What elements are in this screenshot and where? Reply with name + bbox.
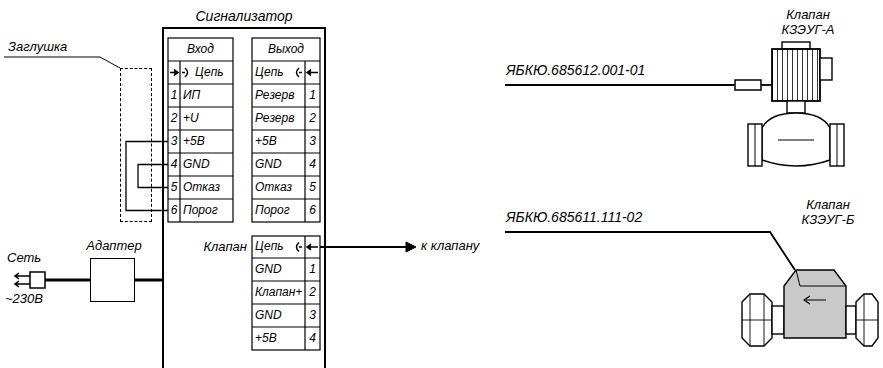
node-text: 4 bbox=[305, 153, 320, 176]
node-text: GND bbox=[252, 304, 305, 327]
valve-a-drawing bbox=[748, 42, 844, 166]
node-text: +5В bbox=[252, 130, 305, 153]
node-text: +5В bbox=[180, 130, 233, 153]
plug-pins bbox=[15, 273, 30, 287]
valve-b: Клапан КЗЭУГ-Б bbox=[740, 196, 878, 350]
node-text: 4 bbox=[168, 153, 180, 176]
valve-table-grid bbox=[252, 236, 320, 350]
input-table-grid bbox=[168, 38, 233, 222]
plug-box: Заглушка bbox=[120, 68, 152, 222]
device-box: СигнализаторВходЦепь1ИП2+U3+5В4GND5Отказ… bbox=[163, 28, 325, 368]
to-valve-arrow bbox=[320, 246, 408, 248]
input-chain-symbol bbox=[170, 68, 188, 77]
cable-a bbox=[761, 84, 772, 86]
node-text: 6 bbox=[168, 199, 180, 222]
mains-cable bbox=[45, 279, 90, 282]
input-connector-table: ВходЦепь 1ИП2+U3+5В4GND5Отказ6Порог bbox=[168, 38, 233, 222]
leader-line bbox=[4, 57, 120, 68]
node-text: 3 bbox=[305, 304, 320, 327]
node-text: Порог bbox=[252, 199, 305, 222]
node-text: Отказ bbox=[180, 176, 233, 199]
output-table-grid bbox=[252, 38, 320, 222]
jumper-wire bbox=[126, 142, 168, 211]
node-text: 2 bbox=[305, 107, 320, 130]
node-text: +5В bbox=[252, 327, 305, 350]
node-text: Порог bbox=[180, 199, 233, 222]
node-text: Клапан+ bbox=[252, 281, 305, 304]
node-text: 1 bbox=[168, 84, 180, 107]
node-text: GND bbox=[180, 153, 233, 176]
valve-b-drawing bbox=[742, 270, 878, 346]
valve-connector-table: КлапанЦепьGND1Клапан+2GND3+5В4 bbox=[252, 236, 320, 350]
node-text: 5 bbox=[305, 176, 320, 199]
device-housing bbox=[163, 28, 325, 368]
node-text: +U bbox=[180, 107, 233, 130]
node-text: 2 bbox=[305, 281, 320, 304]
wire-label: ~230В bbox=[4, 292, 44, 307]
cable-b bbox=[505, 232, 795, 270]
node-text: Вход bbox=[168, 38, 233, 61]
mains-plug bbox=[30, 272, 45, 288]
node-text: Цепь bbox=[252, 236, 292, 258]
node-text: GND bbox=[252, 153, 305, 176]
wire-label: ЯБКЮ.685611.111-02 bbox=[505, 209, 643, 225]
node-text: Клапан bbox=[192, 236, 250, 258]
node-text: 6 bbox=[305, 199, 320, 222]
node-text: Клапан КЗЭУГ-А bbox=[772, 6, 844, 40]
node-text: 1 bbox=[305, 258, 320, 281]
jumper-wire bbox=[138, 165, 168, 188]
cable-a bbox=[505, 84, 735, 86]
node-text: Адаптер bbox=[79, 237, 149, 255]
node-text: Цепь bbox=[252, 61, 292, 84]
output-connector-table: ВыходЦепьРезерв1Резерв2+5В3GND4Отказ5Пор… bbox=[252, 38, 320, 222]
power-cable bbox=[135, 279, 163, 282]
node-text: 2 bbox=[168, 107, 180, 130]
node-text: 1 bbox=[305, 84, 320, 107]
cable-connector bbox=[735, 80, 761, 90]
wire-label: ЯБКЮ.685612.001-01 bbox=[505, 62, 646, 78]
node-text: 3 bbox=[305, 130, 320, 153]
adapter-box: Адаптер bbox=[90, 258, 135, 302]
node-text: Сигнализатор bbox=[163, 6, 325, 26]
wire-label: к клапану bbox=[420, 239, 480, 254]
output-chain-symbol bbox=[297, 68, 319, 77]
node-text: GND bbox=[252, 258, 305, 281]
node-text: Резерв bbox=[252, 107, 305, 130]
node-text: Клапан КЗЭУГ-Б bbox=[788, 196, 868, 230]
node-text: 4 bbox=[305, 327, 320, 350]
node-text: Заглушка bbox=[5, 38, 95, 56]
node-text: Цепь bbox=[192, 61, 233, 84]
node-text: 5 bbox=[168, 176, 180, 199]
arrow-head bbox=[406, 242, 416, 252]
valve-chain-symbol bbox=[297, 243, 319, 252]
node-text: 3 bbox=[168, 130, 180, 153]
node-text: Отказ bbox=[252, 176, 305, 199]
node-text: Выход bbox=[252, 38, 320, 61]
node-text: Резерв bbox=[252, 84, 305, 107]
valve-a: Клапан КЗЭУГ-А bbox=[745, 6, 860, 173]
node-text: ИП bbox=[180, 84, 233, 107]
wire-label: Сеть bbox=[6, 251, 42, 266]
